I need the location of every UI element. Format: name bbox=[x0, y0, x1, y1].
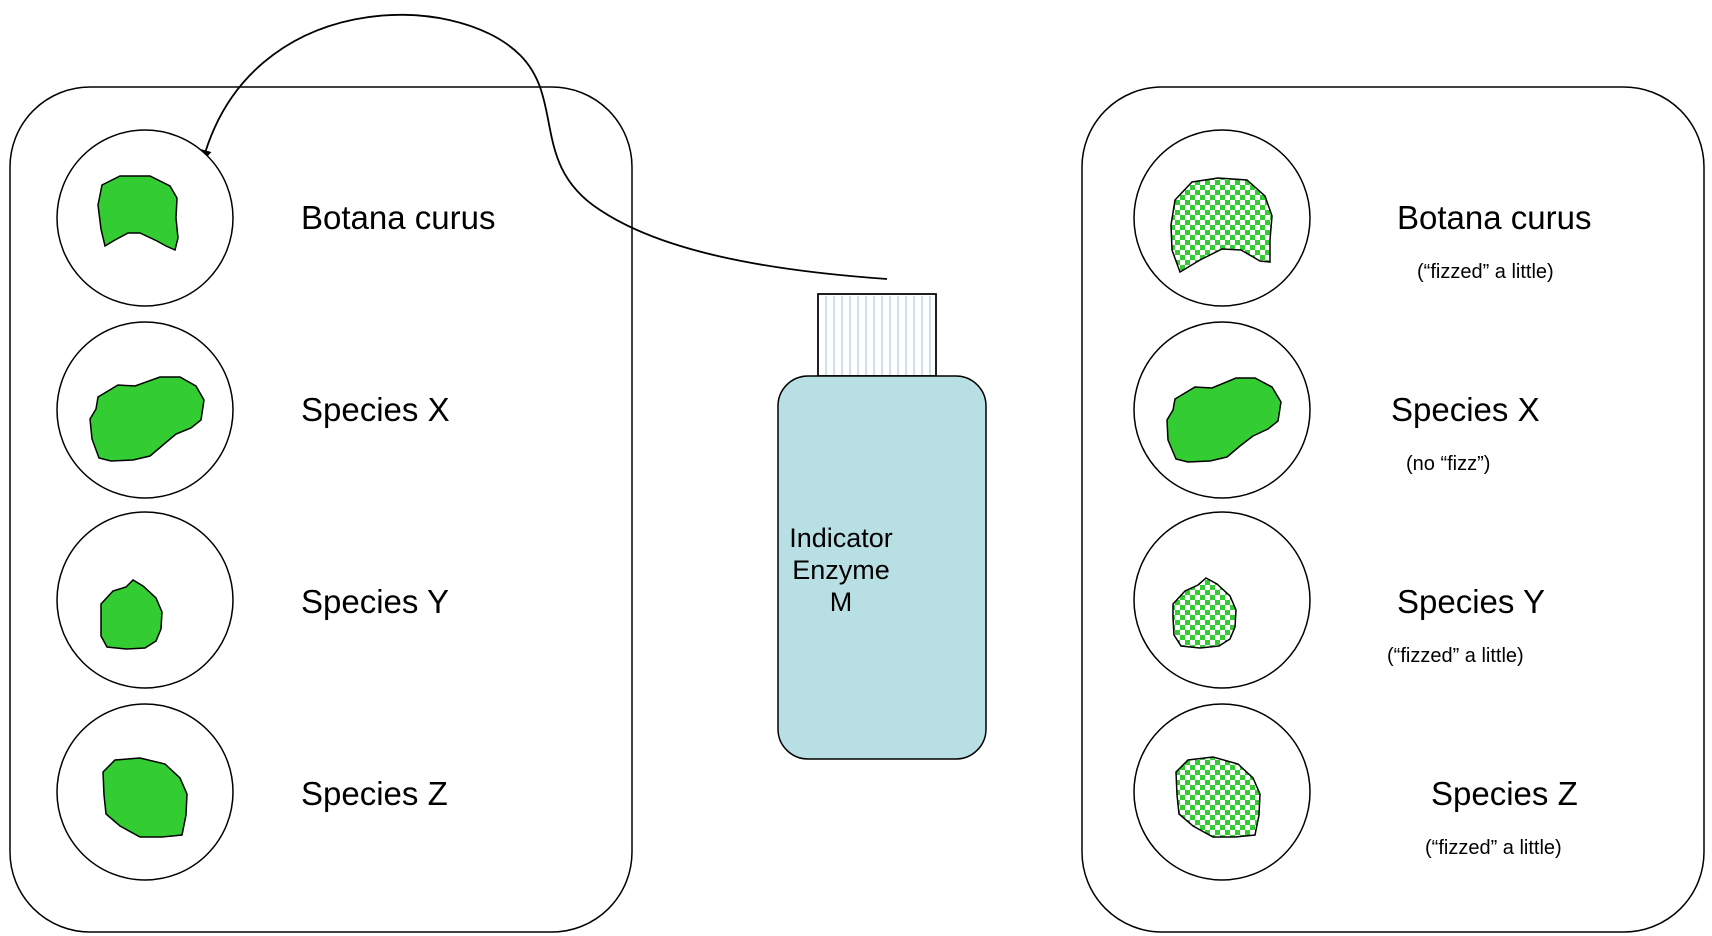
curved-arrow bbox=[199, 14, 888, 280]
species-label: Botana curus bbox=[1397, 199, 1592, 236]
species-label: Species X bbox=[301, 391, 450, 428]
species-label: Botana curus bbox=[301, 199, 496, 236]
species-label: Species Y bbox=[1397, 583, 1545, 620]
bottle-label: Indicator Enzyme M bbox=[776, 522, 906, 618]
bottle-label-line: M bbox=[829, 587, 853, 617]
species-label: Species Y bbox=[301, 583, 449, 620]
solid-green-leaf-icon bbox=[97, 175, 179, 252]
solid-green-leaf-icon bbox=[102, 757, 188, 838]
bottle-icon bbox=[777, 293, 987, 760]
species-label: Species Z bbox=[1431, 775, 1578, 812]
bottle-cap bbox=[817, 293, 937, 377]
solid-green-leaf-icon bbox=[89, 376, 205, 462]
species-label: Species Z bbox=[301, 775, 448, 812]
checkered-green-leaf-icon bbox=[1172, 577, 1237, 649]
species-label: Species X bbox=[1391, 391, 1540, 428]
checkered-green-leaf-icon bbox=[1170, 177, 1273, 274]
reaction-note: (“fizzed” a little) bbox=[1387, 645, 1524, 667]
bottle-label-line: Enzyme bbox=[792, 555, 890, 585]
reaction-note: (“fizzed” a little) bbox=[1425, 837, 1562, 859]
checkered-green-leaf-icon bbox=[1175, 756, 1261, 838]
reaction-note: (“fizzed” a little) bbox=[1417, 261, 1554, 283]
solid-green-leaf-icon bbox=[100, 579, 163, 650]
reaction-note: (no “fizz”) bbox=[1406, 453, 1491, 475]
solid-green-leaf-icon bbox=[1166, 377, 1282, 463]
bottle-body bbox=[777, 375, 987, 760]
bottle-label-line: Indicator bbox=[789, 523, 893, 553]
